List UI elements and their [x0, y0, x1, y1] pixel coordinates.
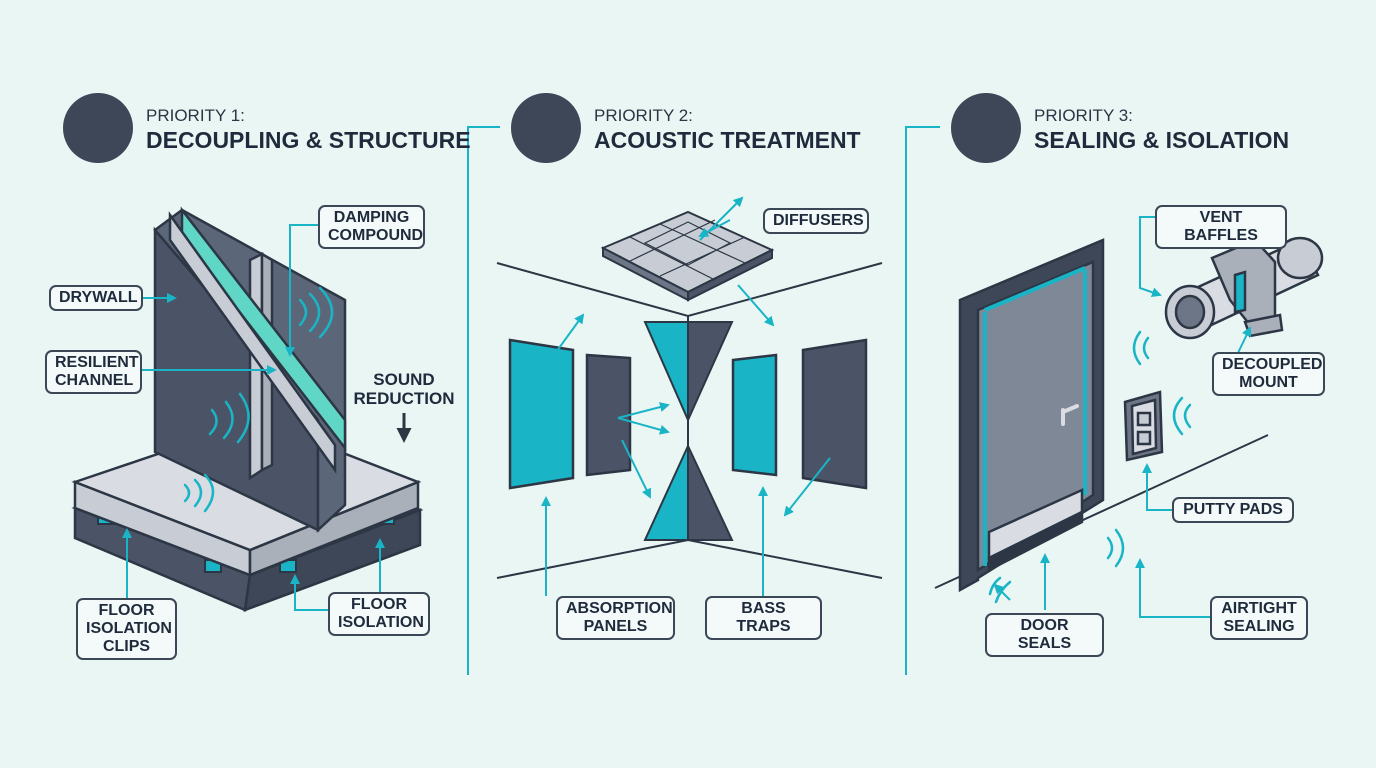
- sound-waves-3: [988, 330, 1192, 604]
- label-floor-isolation-clips: FLOOR ISOLATION CLIPS: [76, 598, 177, 660]
- label-sound-reduction: SOUND REDUCTION: [353, 370, 455, 408]
- header-badge-3: [951, 93, 1021, 163]
- label-absorption-panels: ABSORPTION PANELS: [556, 596, 675, 640]
- section-kicker-1: PRIORITY 1:: [146, 106, 245, 125]
- header-badge-1: [63, 93, 133, 163]
- vent-duct: [1164, 236, 1324, 340]
- absorption-panels: [508, 338, 868, 490]
- section-kicker-2: PRIORITY 2:: [594, 106, 693, 125]
- label-bass-traps: BASS TRAPS: [705, 596, 822, 640]
- header-badge-2: [511, 93, 581, 163]
- label-resilient-channel: RESILIENT CHANNEL: [45, 350, 142, 394]
- sound-waves-1: [183, 286, 334, 513]
- label-floor-isolation: FLOOR ISOLATION: [328, 592, 430, 636]
- bass-trap-corner: [643, 321, 734, 541]
- leader-lines-1: [122, 224, 385, 611]
- section-kicker-3: PRIORITY 3:: [1034, 106, 1133, 125]
- label-damping-compound: DAMPING COMPOUND: [318, 205, 425, 249]
- label-putty-pads: PUTTY PADS: [1172, 497, 1294, 523]
- leader-lines-3: [993, 216, 1252, 618]
- section-title-1: DECOUPLING & STRUCTURE: [146, 127, 471, 153]
- section-title-2: ACOUSTIC TREATMENT: [594, 127, 861, 153]
- door-assembly: [958, 238, 1105, 593]
- reflection-arrows: [541, 196, 831, 596]
- section-dividers: [467, 126, 940, 675]
- section-title-3: SEALING & ISOLATION: [1034, 127, 1290, 153]
- label-decoupled-mount: DECOUPLED MOUNT: [1212, 352, 1325, 396]
- outlet-box: [1123, 390, 1164, 462]
- label-door-seals: DOOR SEALS: [985, 613, 1104, 657]
- damping-layer: [168, 206, 347, 474]
- diffuser-panel: [600, 210, 775, 302]
- label-vent-baffles: VENT BAFFLES: [1155, 205, 1287, 249]
- label-diffusers: DIFFUSERS: [763, 208, 869, 234]
- label-drywall: DRYWALL: [49, 285, 143, 311]
- label-airtight-sealing: AIRTIGHT SEALING: [1210, 596, 1308, 640]
